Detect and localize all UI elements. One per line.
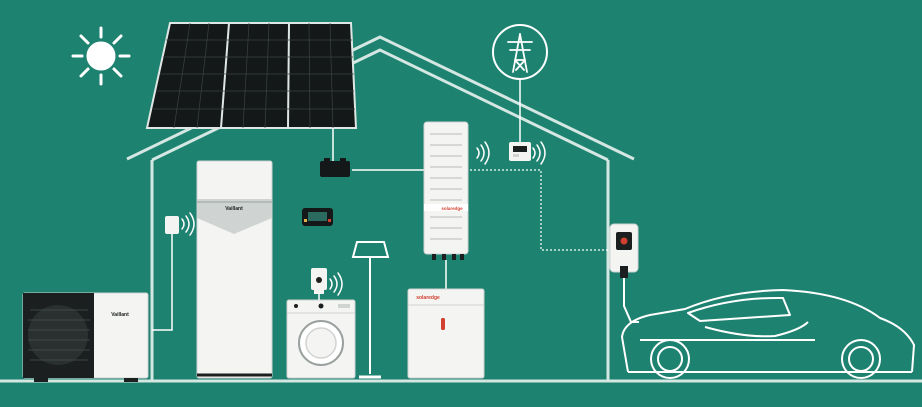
electric-car [621,289,915,379]
heat-pump-brand-label: Vaillant [111,312,129,318]
smart-plug-heat-pump [152,216,179,331]
thermostat-display [302,208,333,226]
data-dotted-line [470,169,610,251]
battery-brand-label: solaredge [416,295,440,301]
wifi-icon [476,141,490,165]
smart-meter [509,142,531,161]
boiler-cylinder: Vaillant [196,160,273,379]
inverter-brand-label: solaredge [441,206,463,211]
home-battery: solaredge [407,288,485,379]
wifi-icon [181,212,195,236]
ev-charger [609,223,639,323]
solar-panels [145,22,358,129]
solar-optimizer [320,158,350,177]
washing-machine [286,299,356,379]
solar-inverter: solaredge [423,121,469,260]
smart-plug-washer [311,268,327,300]
boiler-brand-label: Vaillant [225,206,243,212]
floor-lamp [351,241,390,379]
heat-pump-unit: Vaillant [22,292,149,382]
wifi-icon [329,272,343,296]
sun-icon [71,26,131,86]
dc-wiring [332,128,424,171]
wifi-icon [532,141,546,165]
